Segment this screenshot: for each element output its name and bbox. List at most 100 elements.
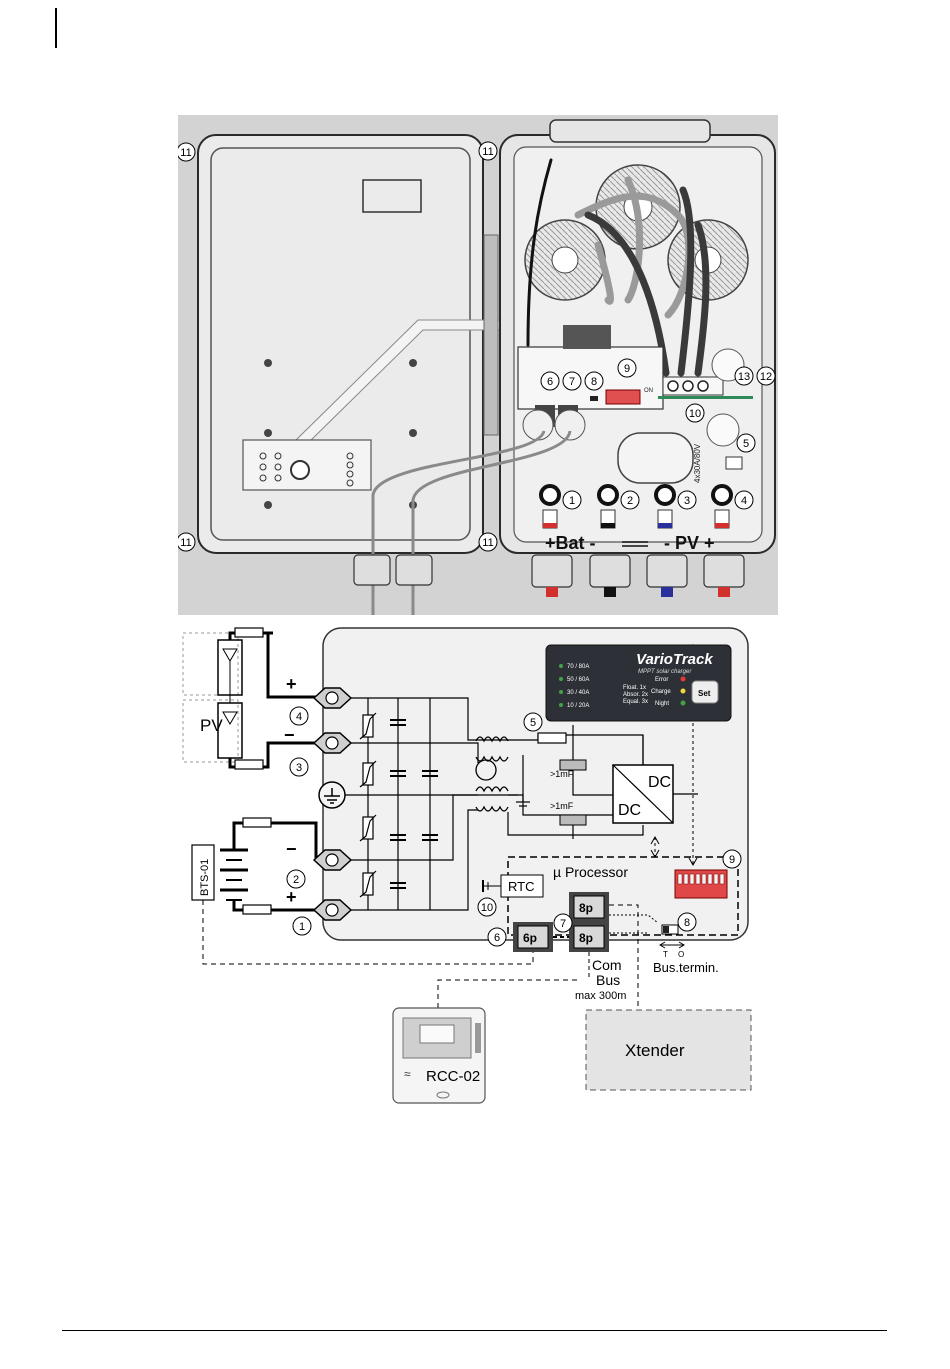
rcc-02-remote: ≈ RCC-02 (392, 1007, 486, 1104)
bus-termination-label: Bus.termin. (653, 960, 719, 975)
status-error-label: Error (655, 677, 668, 683)
set-button-label: Set (698, 689, 711, 698)
com-bus-label-1: Com (592, 957, 622, 973)
pv-minus-sign: − (284, 725, 295, 745)
panel-brand: VarioTrack (636, 651, 713, 668)
schematic-callout-5: 5 (523, 712, 543, 732)
panel-subtitle: MPPT solar charger (638, 669, 692, 675)
termination-switch (590, 396, 598, 401)
svg-text:2: 2 (627, 495, 633, 507)
vent-window (617, 432, 694, 484)
mode-absorption: Absor. 2x (623, 692, 648, 698)
mode-float: Float. 1x (623, 685, 646, 691)
svg-text:6: 6 (547, 376, 553, 388)
callout-7: 7 (562, 371, 582, 391)
status-night-label: Night (655, 701, 669, 707)
pv-terminal-label: - PV + (664, 533, 715, 553)
svg-text:7: 7 (560, 918, 566, 930)
battery-fuse-top (242, 817, 272, 828)
bts-01-label: BTS-01 (199, 859, 211, 896)
current-label-10-20: 10 / 20A (567, 703, 589, 709)
svg-text:3: 3 (296, 762, 302, 774)
error-led (680, 676, 686, 682)
battery-plus-sign: + (286, 887, 297, 907)
callout-11-top-right: 11 (478, 141, 498, 161)
com-cable-1 (371, 430, 546, 615)
dc-dc-converter: DC DC (612, 735, 698, 824)
battery-minus-sign: − (286, 839, 297, 859)
com-bus-label-2: Bus (596, 972, 620, 988)
enclosure-callouts: 11 11 11 11 6 7 8 9 10 13 12 5 1 2 3 4 (178, 141, 776, 552)
schematic-callout-3: 3 (289, 757, 309, 777)
connector-8p-top-label: 8p (579, 901, 593, 915)
varistors (359, 712, 377, 898)
xtender-label: Xtender (625, 1041, 685, 1060)
dip-switch-board (605, 389, 641, 405)
rtc-label: RTC (508, 879, 534, 894)
variotrack-front-panel: VarioTrack MPPT solar charger 70 / 80A 5… (545, 644, 732, 722)
svg-text:1: 1 (299, 921, 305, 933)
callout-10: 10 (685, 403, 705, 423)
pv-label: PV (200, 716, 223, 735)
internal-fuse (537, 732, 567, 744)
common-mode-chokes (475, 736, 509, 812)
signal-ground (516, 795, 530, 807)
dc-bottom-label: DC (618, 802, 641, 819)
connector-6p-label: 6p (523, 931, 537, 945)
pv-fuse-bottom (234, 759, 264, 770)
svg-text:11: 11 (180, 147, 191, 159)
svg-text:7: 7 (569, 376, 575, 388)
switch-t-label: T (663, 950, 668, 959)
fuse-rating-label: 4x30A/80V (693, 443, 702, 483)
cap-top-label: >1mF (550, 769, 574, 779)
callout-1: 1 (562, 490, 582, 510)
schematic-callout-8: 8 (677, 912, 697, 932)
svg-text:6: 6 (494, 932, 500, 944)
svg-text:1: 1 (569, 495, 575, 507)
bus-termination: T O Bus.termin. (653, 941, 719, 975)
svg-text:11: 11 (482, 146, 493, 158)
dip-on-label: ON (644, 388, 653, 394)
current-label-30-40: 30 / 40A (567, 690, 589, 696)
schematic-callout-9: 9 (722, 849, 742, 869)
callout-4: 4 (734, 490, 754, 510)
svg-text:8: 8 (591, 376, 597, 388)
svg-text:2: 2 (293, 874, 299, 886)
connector-8p-bottom-label: 8p (579, 931, 593, 945)
bts-cable (202, 900, 534, 965)
svg-text:4: 4 (296, 711, 302, 723)
lid-screws (264, 359, 417, 509)
callout-8: 8 (584, 371, 604, 391)
dip-switches (674, 869, 728, 899)
enclosure-lid (197, 134, 524, 554)
wiring-schematic: PV + − (178, 615, 778, 1120)
processor-label: µ Processor (553, 864, 628, 880)
callout-3: 3 (677, 490, 697, 510)
callout-2: 2 (620, 490, 640, 510)
bus-termination-switch (661, 924, 679, 935)
callout-12: 12 (756, 366, 776, 386)
svg-text:5: 5 (530, 717, 536, 729)
power-terminals (539, 484, 733, 529)
relay (563, 325, 611, 349)
battery-terminal-label: +Bat - (545, 533, 596, 553)
svg-text:4: 4 (741, 495, 747, 507)
callout-9: 9 (617, 358, 637, 378)
svg-text:9: 9 (624, 363, 630, 375)
set-button[interactable] (691, 680, 719, 704)
current-label-70-80: 70 / 80A (567, 664, 589, 670)
schematic-callout-7: 7 (553, 913, 573, 933)
variotrack-wiring-figure: ON 4x30A/80V (178, 115, 778, 1120)
svg-text:11: 11 (180, 537, 191, 549)
current-label-50-60: 50 / 60A (567, 677, 589, 683)
svg-text:9: 9 (729, 854, 735, 866)
hinge (483, 234, 499, 436)
callout-5: 5 (736, 433, 756, 453)
pv-plus-sign: + (286, 674, 297, 694)
schematic-callout-6: 6 (487, 927, 507, 947)
switch-o-label: O (678, 950, 684, 959)
mode-equalization: Equal. 3x (623, 699, 648, 705)
com-connectors: 6p 8p 8p (513, 892, 679, 980)
svg-text:11: 11 (482, 537, 493, 549)
